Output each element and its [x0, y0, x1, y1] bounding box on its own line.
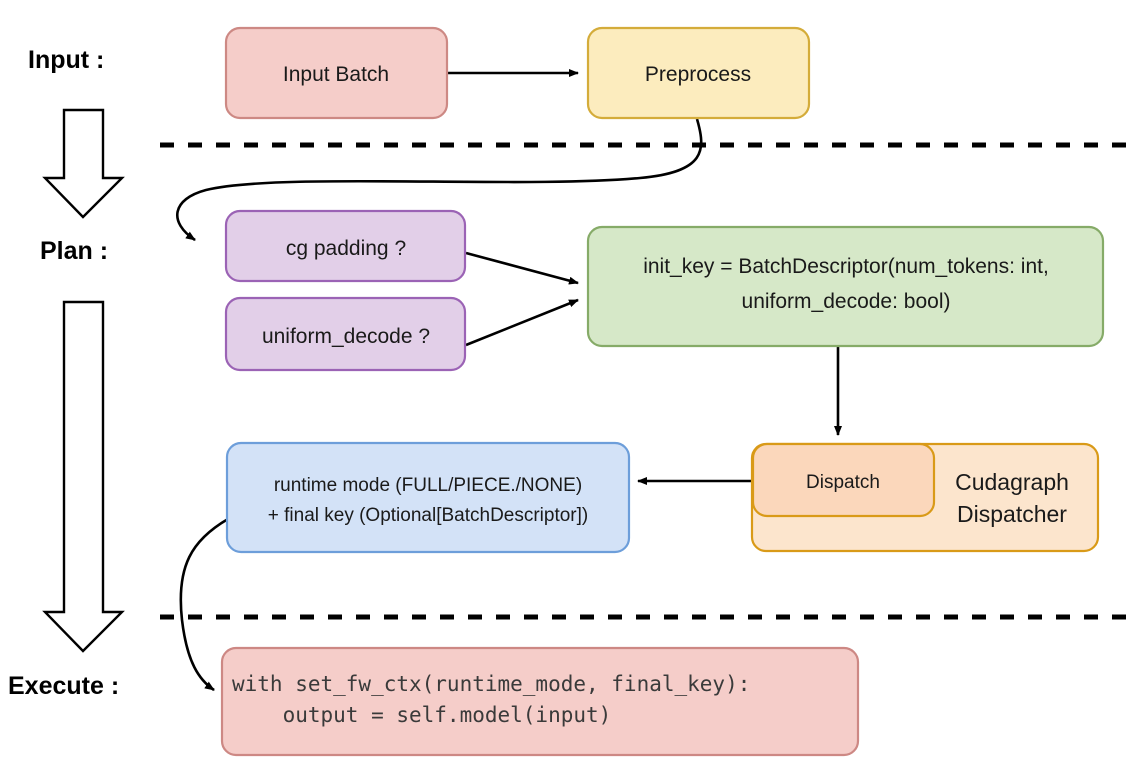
stage-label-execute: Execute : — [8, 672, 119, 700]
node-init-key-line1: init_key = BatchDescriptor(num_tokens: i… — [643, 255, 1049, 278]
node-runtime-mode-line1: runtime mode (FULL/PIECE./NONE) — [274, 475, 582, 496]
node-preprocess[interactable]: Preprocess — [586, 26, 811, 120]
edge-uniform-decode-to-init-key — [465, 298, 579, 347]
node-preprocess-label: Preprocess — [645, 63, 751, 86]
node-runtime-mode-line2: + final key (Optional[BatchDescriptor]) — [268, 505, 589, 526]
flow-arrow-plan-to-execute-icon — [42, 300, 125, 653]
node-cg-padding-label: cg padding ? — [286, 237, 406, 260]
node-uniform-decode-label: uniform_decode ? — [262, 325, 430, 348]
flow-arrow-input-to-plan-icon — [42, 108, 125, 219]
node-dispatch-box[interactable] — [751, 442, 936, 518]
node-preprocess-box[interactable] — [586, 26, 811, 120]
node-uniform-decode-box[interactable] — [224, 296, 467, 372]
edge-preprocess-to-cg-padding — [176, 118, 703, 242]
node-execute-code[interactable]: with set_fw_ctx(runtime_mode, final_key)… — [220, 646, 860, 757]
node-cudagraph-dispatcher-line2: Dispatcher — [957, 501, 1067, 527]
node-uniform-decode[interactable]: uniform_decode ? — [224, 296, 467, 372]
node-execute-code-box[interactable] — [220, 646, 860, 757]
node-runtime-mode[interactable]: runtime mode (FULL/PIECE./NONE) + final … — [225, 441, 631, 554]
node-dispatch-label: Dispatch — [806, 472, 880, 493]
stage-label-plan: Plan : — [40, 237, 108, 265]
node-init-key-line2: uniform_decode: bool) — [742, 290, 951, 313]
node-init-key-box[interactable] — [586, 225, 1105, 348]
node-execute-code-line2: output = self.model(input) — [232, 703, 611, 727]
node-input-batch[interactable]: Input Batch — [224, 26, 449, 120]
node-cudagraph-dispatcher-line1: Cudagraph — [955, 469, 1069, 495]
node-dispatch[interactable]: Dispatch — [751, 442, 936, 518]
node-cg-padding[interactable]: cg padding ? — [224, 209, 467, 283]
node-input-batch-label: Input Batch — [283, 63, 389, 86]
stage-label-input: Input : — [28, 46, 104, 74]
node-runtime-mode-box[interactable] — [225, 441, 631, 554]
node-execute-code-line1: with set_fw_ctx(runtime_mode, final_key)… — [232, 672, 750, 696]
node-cg-padding-box[interactable] — [224, 209, 467, 283]
node-input-batch-box[interactable] — [224, 26, 449, 120]
edge-runtime-mode-to-execute-code — [179, 517, 229, 692]
edge-cg-padding-to-init-key — [465, 251, 579, 285]
node-init-key[interactable]: init_key = BatchDescriptor(num_tokens: i… — [586, 225, 1105, 348]
